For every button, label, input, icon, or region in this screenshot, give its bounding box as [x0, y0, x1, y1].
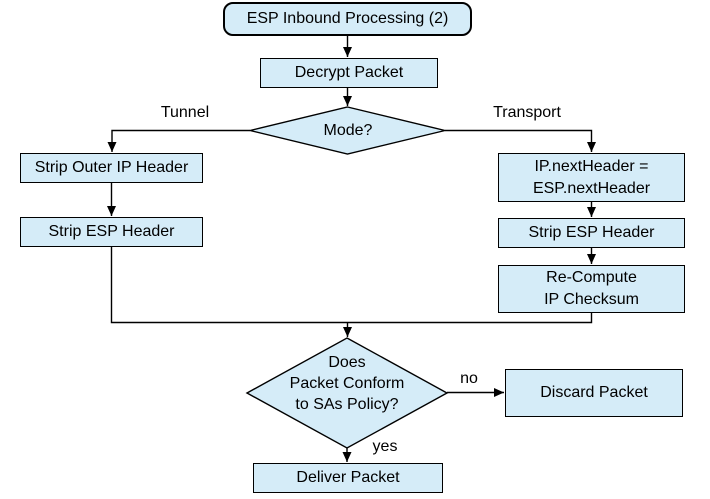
node-strip-outer-ip-header: Strip Outer IP Header: [20, 153, 203, 183]
arrow-mode-tunnel-branch: [107, 129, 250, 152]
node-start-terminator: ESP Inbound Processing (2): [223, 2, 472, 36]
decision-diamond-policy: [245, 337, 449, 449]
decision-diamond-mode: [249, 106, 446, 155]
edge-label-yes: yes: [372, 438, 398, 455]
node-strip-esp-header-transport: Strip ESP Header: [498, 218, 685, 248]
edge-label-transport: Transport: [493, 104, 561, 121]
node-decrypt-packet: Decrypt Packet: [260, 58, 438, 88]
decision-policy-label: Does Packet Conform to SAs Policy?: [289, 353, 405, 413]
edge-label-no: no: [460, 370, 478, 387]
decision-mode-label: Mode?: [323, 121, 373, 139]
node-strip-esp-header-tunnel: Strip ESP Header: [20, 217, 203, 247]
node-deliver-packet: Deliver Packet: [253, 463, 443, 493]
node-ip-nextheader-assignment: IP.nextHeader = ESP.nextHeader: [498, 153, 685, 202]
node-discard-packet: Discard Packet: [505, 369, 683, 417]
node-recompute-ip-checksum: Re-Compute IP Checksum: [498, 265, 685, 313]
edge-label-tunnel: Tunnel: [160, 104, 210, 121]
merge-connector: [110, 246, 593, 324]
arrow-mode-transport-branch: [445, 129, 596, 152]
